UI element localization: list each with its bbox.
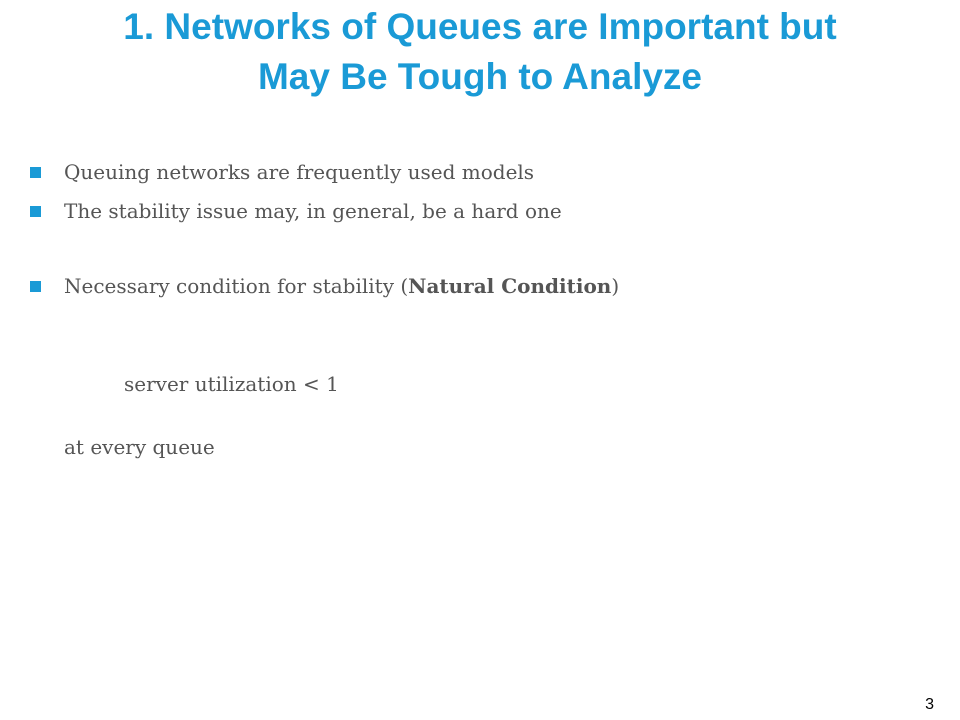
bullet-text-prefix: Necessary condition for stability ( — [64, 274, 409, 298]
bullet-item-3: Necessary condition for stability (Natur… — [30, 271, 619, 301]
bullet-text: Necessary condition for stability (Natur… — [64, 274, 619, 298]
page-number: 3 — [925, 696, 934, 713]
slide-title: 1. Networks of Queues are Important but … — [40, 2, 920, 102]
bullet-item-1: Queuing networks are frequently used mod… — [30, 157, 534, 187]
qualifier-text: at every queue — [64, 435, 215, 459]
square-bullet-icon — [30, 280, 41, 292]
bullet-text: The stability issue may, in general, be … — [64, 199, 562, 223]
natural-condition-bold: Natural Condition — [408, 274, 612, 298]
bullet-text: Queuing networks are frequently used mod… — [64, 160, 535, 184]
condition-text: server utilization < 1 — [124, 372, 339, 396]
bullet-item-2: The stability issue may, in general, be … — [30, 196, 562, 226]
title-line-2: May Be Tough to Analyze — [257, 56, 703, 97]
bullet-text-suffix: ) — [611, 274, 620, 298]
square-bullet-icon — [30, 205, 41, 217]
title-line-1: 1. Networks of Queues are Important but — [123, 6, 837, 47]
square-bullet-icon — [30, 166, 41, 178]
